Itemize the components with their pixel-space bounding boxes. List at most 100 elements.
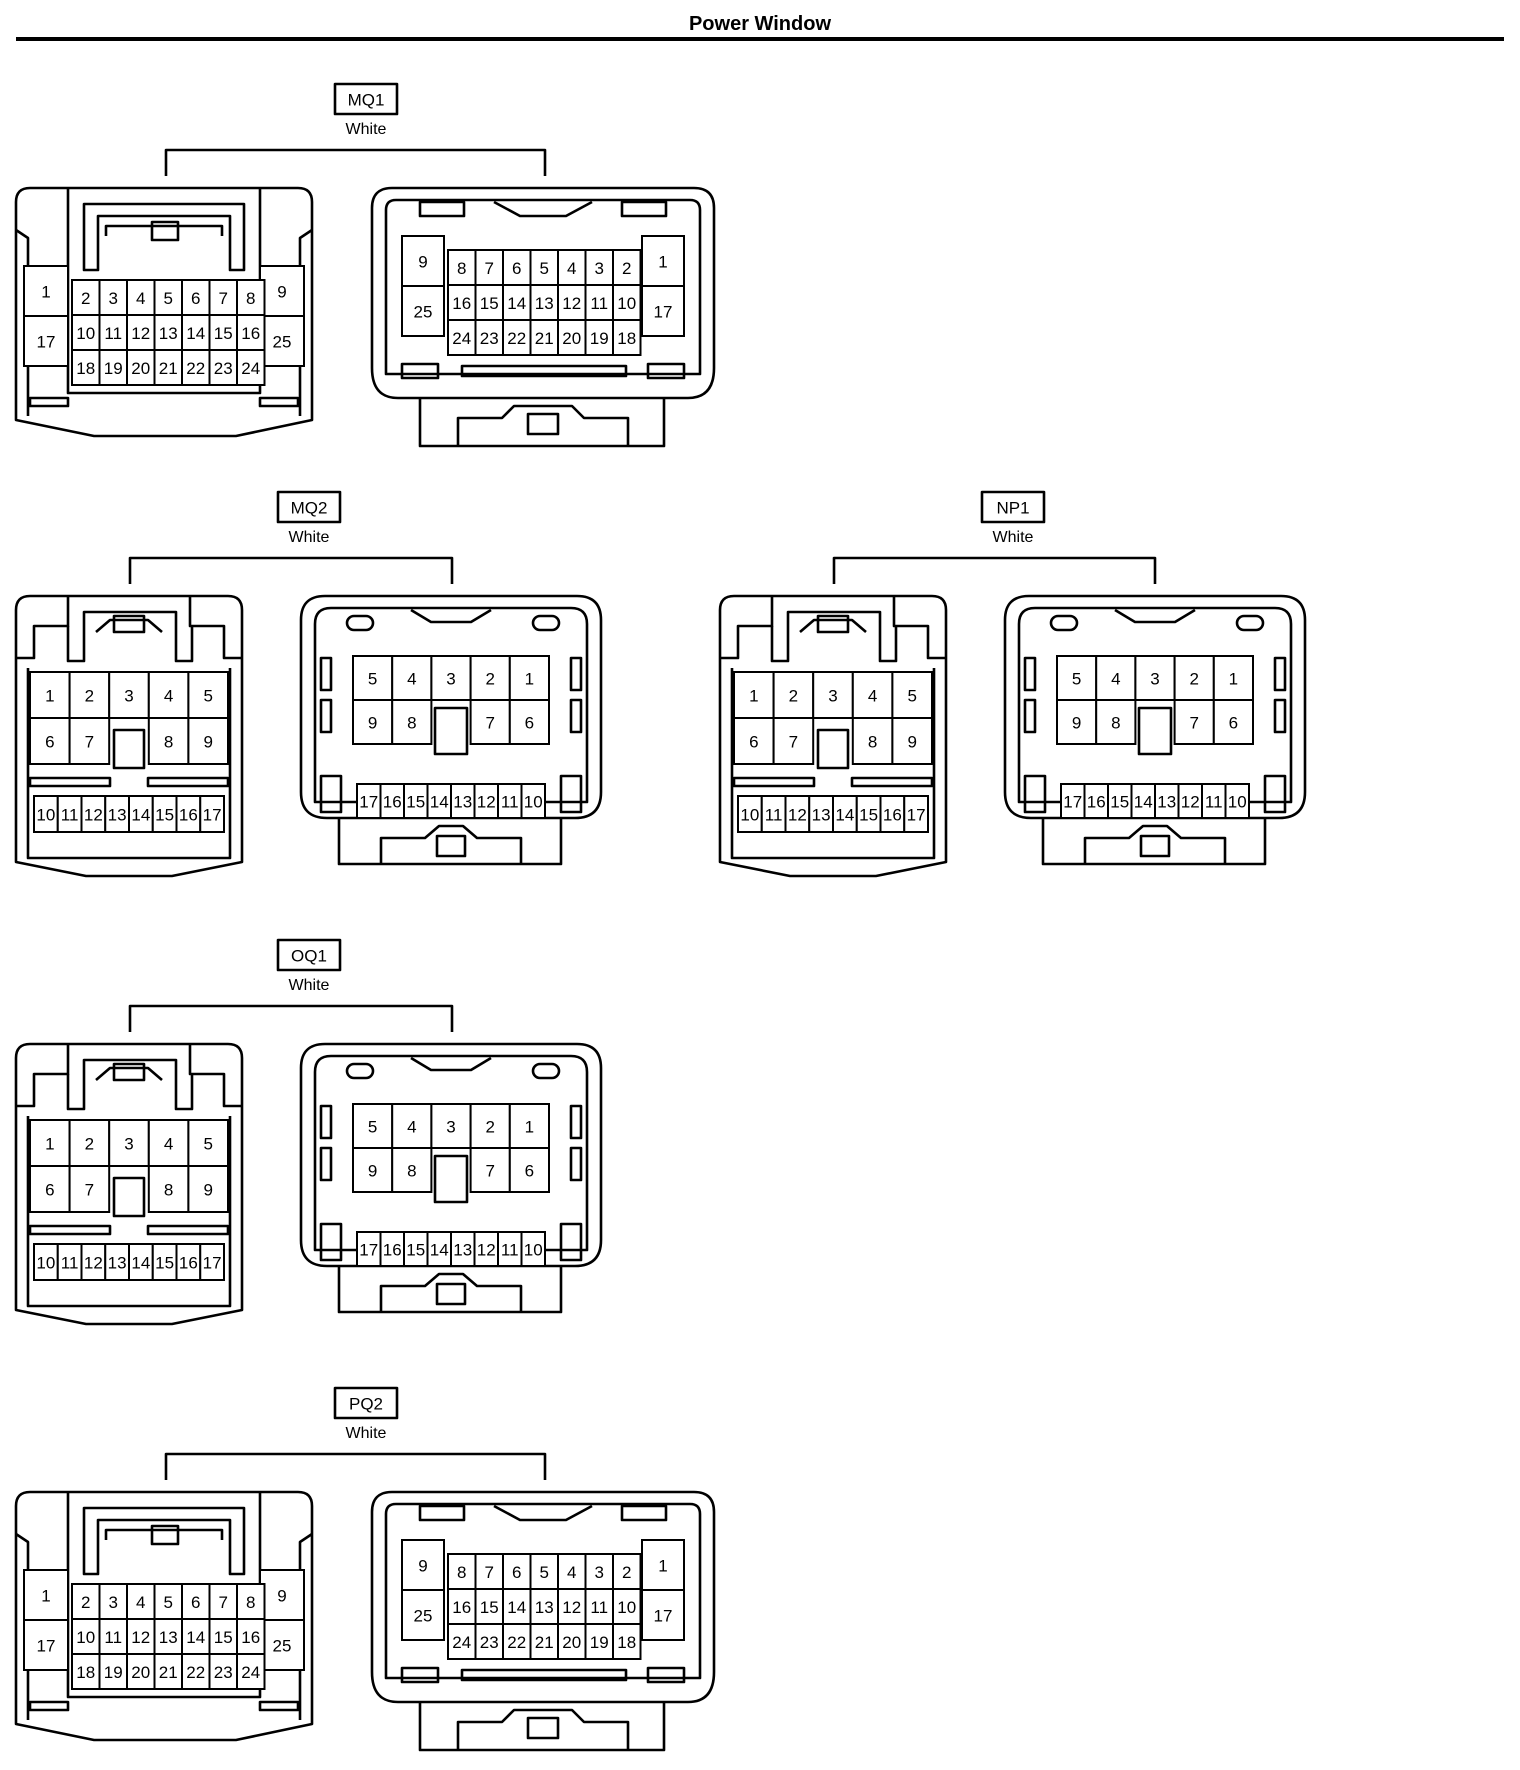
pin-cavity	[891, 717, 933, 765]
pin-cavity	[259, 1569, 305, 1621]
pin-number: 2	[81, 289, 90, 308]
pin-number: 15	[406, 1241, 425, 1260]
pin-number: 8	[1111, 714, 1120, 733]
pin-cavity	[1134, 655, 1176, 701]
pin-number: 6	[749, 733, 758, 752]
pin-cavity	[68, 717, 111, 765]
side-rib	[319, 656, 333, 692]
pin-number: 21	[159, 1663, 178, 1682]
pin-number: 16	[241, 1628, 260, 1647]
connector-code: OQ1	[291, 947, 327, 966]
pin-number: 17	[37, 333, 56, 352]
pin-cavity	[891, 671, 933, 719]
pin-number: 17	[37, 1637, 56, 1656]
pin-number: 5	[164, 289, 173, 308]
pin-number: 2	[789, 687, 798, 706]
pin-number: 21	[159, 359, 178, 378]
pin-cavity	[126, 349, 156, 386]
guide-slot	[620, 200, 668, 218]
pin-number: 11	[1205, 793, 1223, 812]
pin-number: 6	[45, 733, 54, 752]
locator-rib	[258, 1700, 300, 1712]
pin-cavity	[147, 1165, 190, 1213]
pin-number: 23	[214, 359, 233, 378]
pin-number: 17	[654, 303, 673, 322]
pin-number: 1	[45, 1135, 54, 1154]
pin-number: 14	[430, 793, 449, 812]
pin-cavity	[181, 349, 211, 386]
pin-number: 8	[246, 289, 255, 308]
pin-cavity	[612, 1623, 642, 1660]
pin-number: 12	[562, 1598, 581, 1617]
locator-rib	[460, 1668, 628, 1682]
locator-rib	[28, 396, 70, 408]
pin-cavity	[23, 1619, 69, 1671]
latch-bar	[104, 1528, 224, 1540]
pin-cavity	[236, 1653, 266, 1690]
pair-bracket	[164, 1452, 547, 1480]
pin-number: 4	[136, 1593, 145, 1612]
housing-outline	[370, 186, 716, 400]
pin-number: 11	[61, 806, 79, 825]
pin-number: 14	[430, 1241, 449, 1260]
pin-number: 22	[507, 1633, 526, 1652]
pin-number: 9	[418, 253, 427, 272]
guide-slot	[620, 1504, 668, 1522]
pin-cavity	[208, 1653, 238, 1690]
pin-number: 5	[907, 687, 916, 706]
side-rib	[1023, 656, 1037, 692]
guide-slot	[418, 1504, 466, 1522]
pin-cavity	[584, 1623, 614, 1660]
housing-outline	[418, 1702, 666, 1752]
connector-code: NP1	[996, 499, 1029, 518]
pin-cavity	[447, 1553, 477, 1590]
pin-number: 7	[219, 1593, 228, 1612]
pin-number: 20	[562, 1633, 581, 1652]
pin-cavity	[529, 1588, 559, 1625]
guide-slot	[345, 614, 375, 632]
pin-number: 7	[485, 714, 494, 733]
latch-notch	[1114, 608, 1196, 624]
housing-outline	[720, 596, 946, 660]
pin-number: 16	[1087, 793, 1106, 812]
housing-outline	[370, 1490, 716, 1704]
pin-cavity	[502, 1588, 532, 1625]
pin-cavity	[641, 1589, 685, 1641]
pin-number: 5	[203, 687, 212, 706]
side-rib	[319, 698, 333, 734]
pin-cavity	[584, 284, 614, 321]
connector-code: PQ2	[349, 1395, 383, 1414]
guide-slot	[1235, 614, 1265, 632]
guide-slot	[531, 614, 561, 632]
pin-number: 10	[76, 1628, 95, 1647]
pin-cavity	[520, 1231, 546, 1267]
pin-number: 3	[595, 259, 604, 278]
pin-number: 25	[273, 333, 292, 352]
connector-code-box	[276, 938, 342, 972]
latch-tab	[435, 834, 467, 858]
latch-frame	[66, 610, 194, 663]
latch-frame	[770, 610, 898, 663]
pin-number: 17	[203, 1254, 222, 1273]
pin-number: 7	[85, 1181, 94, 1200]
housing-outline	[14, 594, 244, 878]
latch-tab	[816, 614, 850, 634]
latch-notch	[410, 1056, 492, 1072]
pin-cavity	[641, 1539, 685, 1591]
locator-rib	[850, 776, 934, 788]
pin-number: 24	[241, 1663, 260, 1682]
housing-outline	[1003, 594, 1307, 820]
pin-cavity	[71, 279, 101, 316]
pin-number: 2	[485, 1118, 494, 1137]
pin-number: 8	[164, 1181, 173, 1200]
pin-number: 25	[273, 1637, 292, 1656]
pin-number: 5	[368, 670, 377, 689]
pin-number: 10	[36, 1254, 55, 1273]
pin-number: 5	[164, 1593, 173, 1612]
pin-number: 16	[452, 1598, 471, 1617]
pin-number: 8	[457, 259, 466, 278]
pin-cavity	[903, 795, 929, 833]
pin-number: 10	[524, 1241, 543, 1260]
